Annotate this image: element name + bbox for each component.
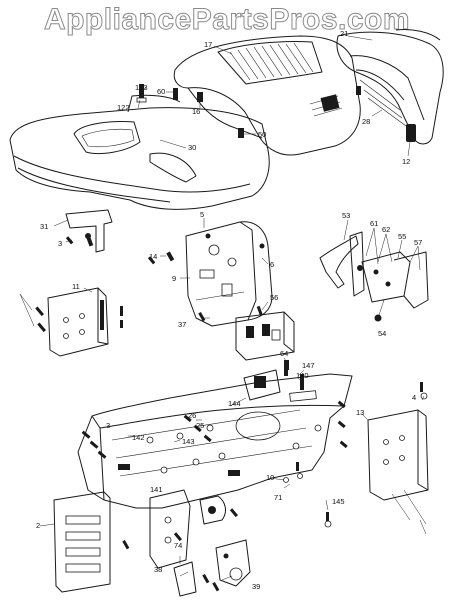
fasteners (35, 236, 428, 592)
lever-assembly (319, 231, 429, 322)
callout-4: 4 (412, 393, 416, 402)
hood-hardware (136, 84, 361, 138)
callout-122: 122 (117, 103, 130, 112)
callout-144: 144 (228, 399, 241, 408)
console-box (235, 311, 295, 361)
callout-13: 13 (356, 408, 364, 417)
mount-bracket (65, 209, 113, 253)
callout-71: 71 (274, 493, 282, 502)
callout-140: 140 (296, 371, 309, 380)
callout-9: 9 (172, 274, 176, 283)
callout-3-a: 3 (58, 239, 62, 248)
front-panel (53, 491, 111, 593)
callout-16: 16 (192, 107, 200, 116)
callout-5-a: 5 (200, 210, 204, 219)
callout-28: 28 (362, 117, 370, 126)
callout-143: 143 (182, 437, 195, 446)
fender-deck (9, 94, 270, 210)
side-panel-left (47, 287, 109, 357)
callout-64: 64 (280, 349, 288, 358)
callout-38: 38 (154, 565, 162, 574)
leader-lines (19, 35, 427, 581)
callout-26: 26 (188, 411, 196, 420)
front-bracket (149, 489, 226, 569)
callout-25: 25 (196, 421, 204, 430)
callout-50: 50 (258, 130, 266, 139)
callout-10: 10 (266, 473, 274, 482)
watermark: AppliancePartsPros.com (43, 3, 411, 37)
callout-54: 54 (378, 329, 386, 338)
frame (77, 373, 353, 509)
callout-21: 21 (340, 29, 348, 38)
dash-panel (185, 221, 273, 327)
callout-57: 57 (414, 238, 422, 247)
callout-145: 145 (332, 497, 345, 506)
callout-53: 53 (342, 211, 350, 220)
bottom-brackets (173, 539, 251, 597)
callout-61: 61 (370, 219, 378, 228)
callout-14-a: 14 (149, 252, 157, 261)
callout-6: 6 (270, 260, 274, 269)
callout-30: 30 (188, 143, 196, 152)
callout-12: 12 (402, 157, 410, 166)
callout-142: 142 (132, 433, 145, 442)
callout-3-b: 3 (106, 421, 110, 430)
callout-55: 55 (398, 232, 406, 241)
callout-56: 56 (270, 293, 278, 302)
callout-31: 31 (40, 222, 48, 231)
callout-62: 62 (382, 225, 390, 234)
side-panel-right (367, 409, 429, 525)
hood (173, 35, 361, 156)
callout-147: 147 (302, 361, 315, 370)
callout-60: 60 (157, 87, 165, 96)
callout-39: 39 (252, 582, 260, 591)
callout-2: 2 (36, 521, 40, 530)
callout-141: 141 (150, 485, 163, 494)
grille (336, 29, 444, 145)
callout-37: 37 (178, 320, 186, 329)
callout-labels: 17 21 123 122 60 16 50 30 28 12 31 3 5 1… (36, 29, 422, 591)
callout-123: 123 (135, 83, 148, 92)
callout-17: 17 (204, 40, 212, 49)
callout-74: 74 (174, 541, 182, 550)
callout-11: 11 (72, 282, 80, 291)
